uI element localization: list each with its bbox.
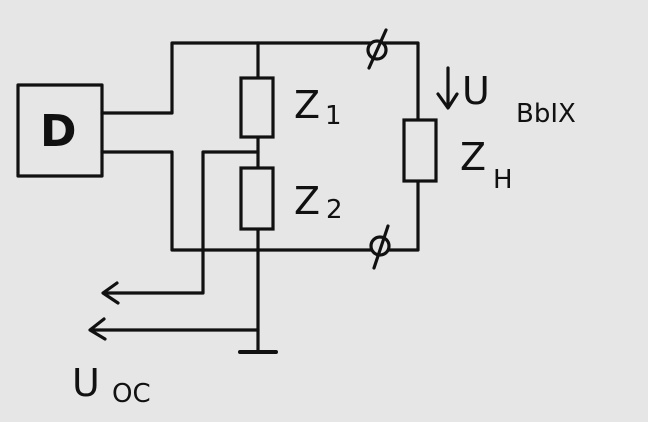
output-voltage-subscript: BbIX — [516, 99, 576, 129]
terminal-icon — [366, 28, 388, 70]
wires — [90, 41, 420, 354]
terminal-icon — [369, 224, 391, 270]
arrow-icon — [88, 317, 107, 341]
amplifier: D — [16, 83, 104, 178]
feedback-tap-wire — [103, 150, 260, 295]
arrow-icon — [101, 281, 120, 305]
output-voltage: U BbIX — [436, 66, 576, 129]
feedback-voltage: U OC — [72, 361, 151, 409]
arrow-icon — [436, 66, 459, 110]
feedback-arrows — [88, 281, 120, 341]
load-label: Z — [460, 135, 486, 179]
amp-output-wire — [100, 41, 420, 122]
load-impedance: Z H — [402, 118, 513, 195]
amplifier-symbol: D — [40, 106, 77, 157]
feedback-voltage-label: U — [72, 361, 100, 405]
output-voltage-label: U — [462, 69, 490, 113]
z2-subscript: 2 — [326, 195, 343, 225]
amp-common-wire — [100, 150, 420, 252]
load-subscript: H — [493, 165, 513, 195]
impedance-icon — [239, 76, 275, 139]
z1-subscript: 1 — [325, 101, 342, 131]
impedance-z1: Z 1 — [239, 76, 342, 139]
amplifier-box — [16, 83, 104, 178]
output-terminals — [366, 28, 391, 270]
impedance-z2: Z 2 — [239, 166, 343, 231]
impedance-icon — [239, 166, 275, 231]
impedance-icon — [402, 118, 438, 183]
z2-label: Z — [294, 179, 320, 223]
z1-label: Z — [294, 83, 320, 127]
feedback-voltage-subscript: OC — [112, 379, 151, 409]
